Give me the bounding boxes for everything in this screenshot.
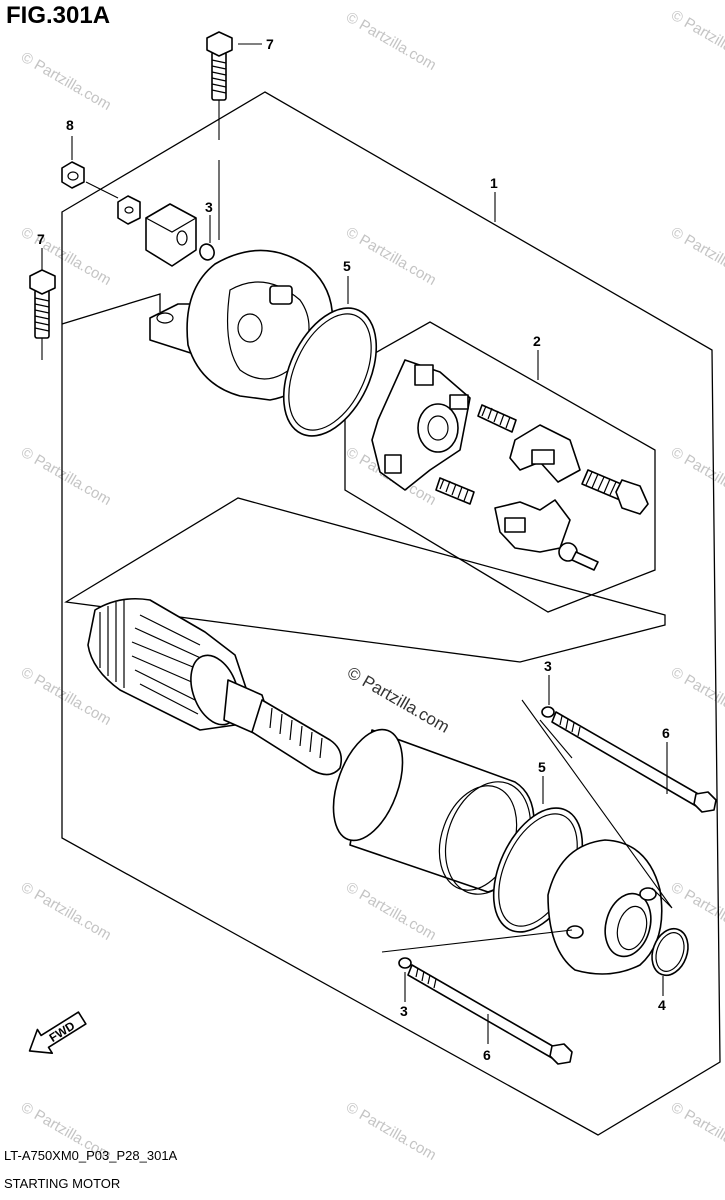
front-housing: [547, 839, 663, 975]
watermark-layer: © Partzilla.com © Partzilla.com © Partzi…: [18, 7, 725, 1164]
callout-7-left: 7: [37, 231, 45, 247]
brush-holder-frame: [344, 321, 656, 613]
armature-frame: [64, 497, 666, 663]
o-ring-top: [199, 243, 215, 261]
brush-lower: [494, 499, 571, 553]
through-bolt-upper: [541, 706, 717, 813]
callouts: 7 8 3 7 5 1 2 3 6 5 4 3 6: [37, 36, 670, 1063]
callout-7-top: 7: [266, 36, 274, 52]
small-screw: [558, 542, 599, 571]
diagram-code: LT-A750XM0_P03_P28_301A: [4, 1148, 178, 1163]
diagram-name: STARTING MOTOR: [4, 1176, 121, 1191]
bolt-left: [29, 269, 56, 360]
callout-5-top: 5: [343, 258, 351, 274]
callout-6-upper: 6: [662, 725, 670, 741]
watermark: © Partzilla.com: [343, 1099, 439, 1164]
alignment-leaders: [381, 699, 673, 953]
armature: [87, 597, 343, 776]
brush-spring-upper: [477, 404, 517, 433]
washer: [117, 195, 141, 225]
callout-leaders: [41, 43, 668, 1044]
watermark: © Partzilla.com: [668, 224, 725, 289]
callout-2: 2: [533, 333, 541, 349]
watermark: © Partzilla.com: [18, 879, 114, 944]
callout-5-bottom: 5: [538, 759, 546, 775]
fwd-arrow: FWD: [28, 1011, 87, 1055]
watermark-main: © Partzilla.com: [344, 663, 453, 737]
o-ring-5-top: [282, 307, 378, 437]
watermark: © Partzilla.com: [18, 49, 114, 114]
watermark: © Partzilla.com: [668, 7, 725, 72]
yoke: [332, 728, 535, 895]
watermark: © Partzilla.com: [18, 444, 114, 509]
nut-8: [61, 161, 119, 199]
terminal-cap: [145, 203, 197, 267]
callout-6-lower: 6: [483, 1047, 491, 1063]
callout-3-middle: 3: [544, 658, 552, 674]
callout-3-top: 3: [205, 199, 213, 215]
brush-upper: [509, 424, 581, 483]
callout-4: 4: [658, 997, 666, 1013]
callout-1: 1: [490, 175, 498, 191]
o-ring-4: [651, 927, 689, 977]
callout-8: 8: [66, 117, 74, 133]
watermark: © Partzilla.com: [343, 224, 439, 289]
watermark: © Partzilla.com: [668, 444, 725, 509]
assembly-frame: [61, 91, 721, 1136]
terminal-bolt: [581, 469, 649, 515]
callout-3-bottom: 3: [400, 1003, 408, 1019]
watermark: © Partzilla.com: [343, 879, 439, 944]
watermark: © Partzilla.com: [668, 1099, 725, 1164]
watermark: © Partzilla.com: [343, 9, 439, 74]
figure-title: FIG.301A: [6, 2, 111, 29]
watermark: © Partzilla.com: [18, 664, 114, 729]
brush-holder-plate: [371, 359, 471, 491]
bolt-top: [206, 31, 233, 240]
through-bolt-lower: [398, 957, 573, 1065]
brush-spring-lower: [435, 477, 475, 505]
